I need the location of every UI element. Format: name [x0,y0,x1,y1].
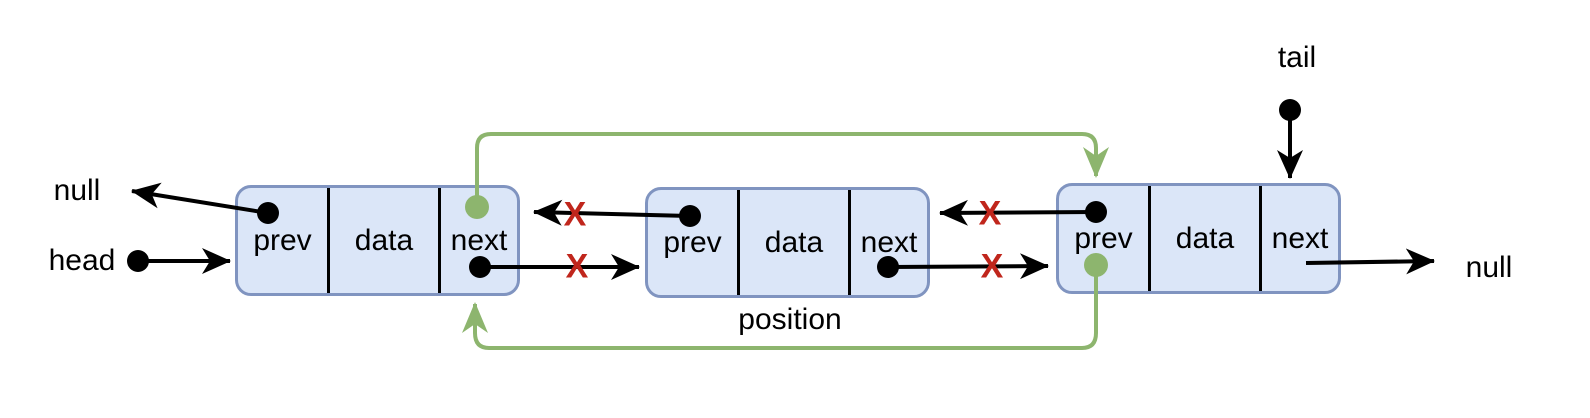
prev-cell: prev [1059,186,1148,291]
data-cell-label: data [764,225,824,259]
list-node-last: prev data next [1056,183,1341,294]
data-cell: data [1148,186,1259,291]
removed-link-x-first-next: X [565,247,589,286]
head-label: head [48,244,116,277]
data-cell-label: data [354,223,414,257]
next-cell: next [848,190,927,295]
prev-cell-label: prev [1074,221,1133,255]
prev-cell-label: prev [663,225,722,259]
removed-link-x-position-next: X [980,247,1004,286]
data-cell: data [327,188,438,293]
prev-cell: prev [238,188,327,293]
tail-pointer-dot [1279,99,1301,121]
list-node-position: prev data next [645,187,930,298]
prev-cell-label: prev [253,223,312,257]
null-label-prev: null [53,174,101,207]
data-cell-label: data [1175,221,1235,255]
position-label: position [738,303,842,336]
next-cell-label: next [860,225,918,259]
tail-label: tail [1277,41,1317,74]
removed-link-x-position-prev: X [563,195,587,234]
data-cell: data [737,190,848,295]
null-label-next: null [1465,251,1513,284]
next-cell: next [438,188,517,293]
next-cell-label: next [1271,221,1329,255]
next-cell: next [1259,186,1338,291]
prev-cell: prev [648,190,737,295]
removed-link-x-last-prev: X [978,194,1002,233]
list-node-first: prev data next [235,185,520,296]
next-cell-label: next [450,223,508,257]
